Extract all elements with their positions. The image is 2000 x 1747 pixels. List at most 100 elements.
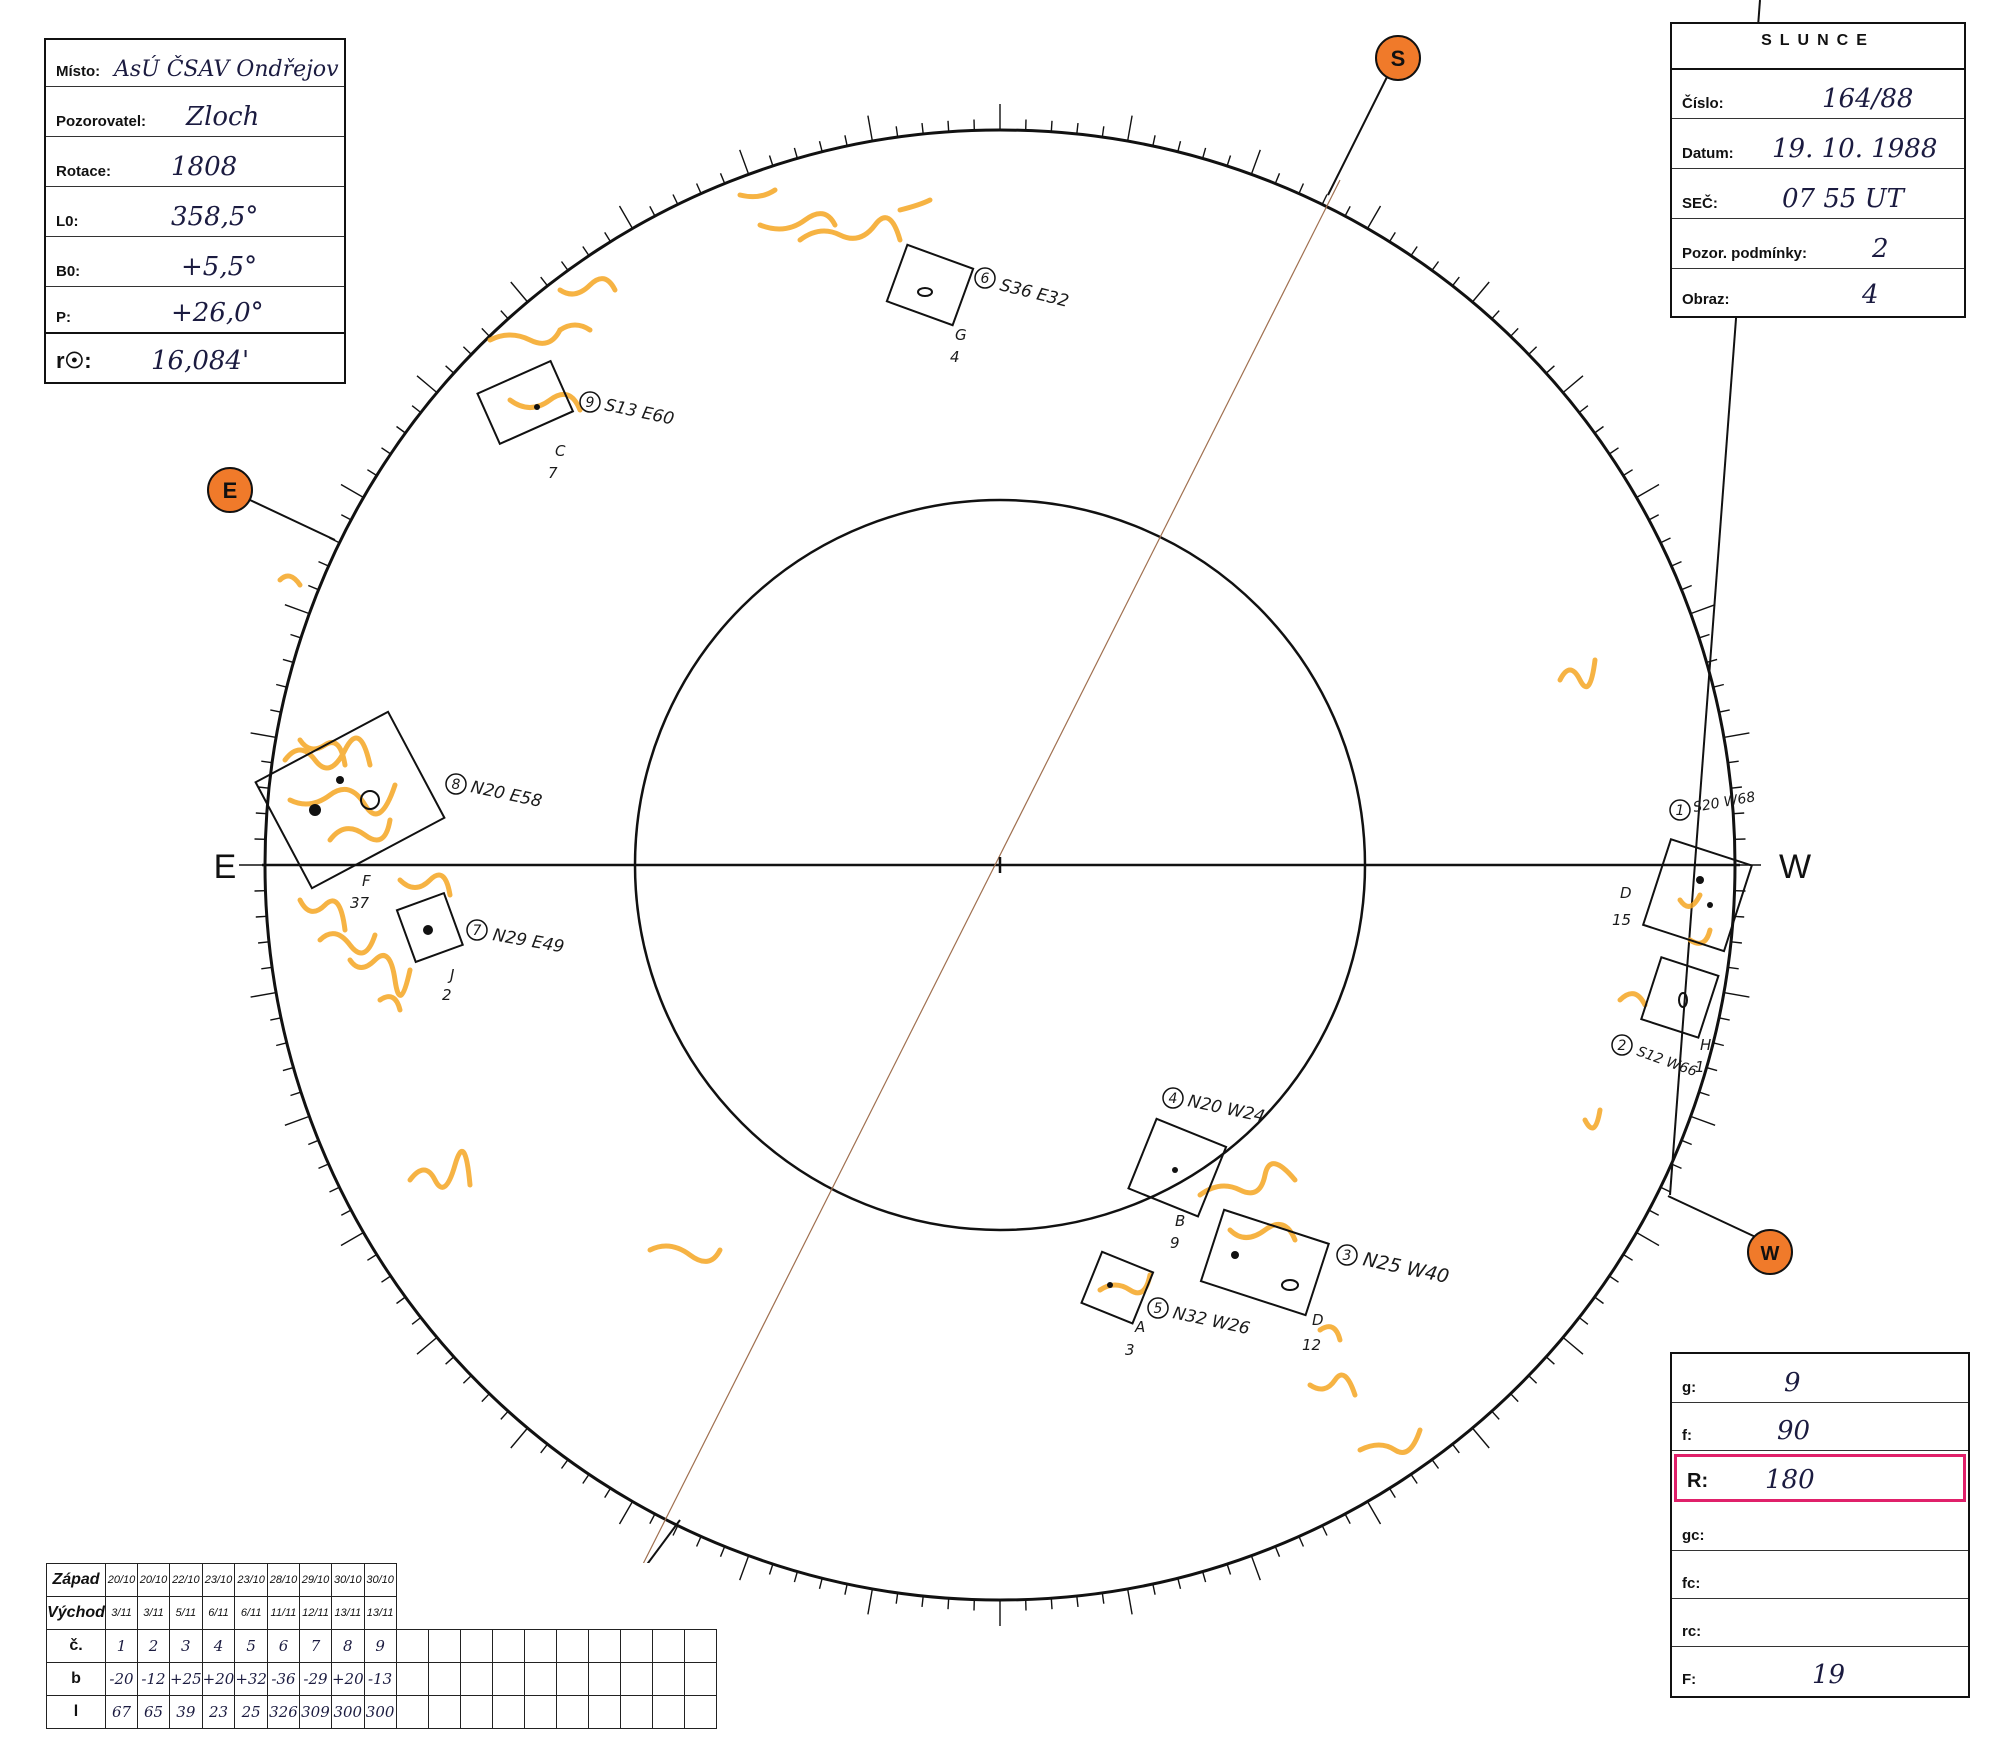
r-value: 16,084': [151, 346, 250, 376]
limb-tick: [1730, 786, 1742, 789]
vychod-cell: 13/11: [330, 1596, 365, 1630]
limb-tick: [560, 261, 569, 271]
l-cell: 65: [137, 1695, 170, 1729]
group-7-count: 2: [442, 986, 452, 1004]
rc-label: rc:: [1682, 1623, 1702, 1640]
c-cell: 5: [234, 1629, 268, 1663]
observation-header-right: SLUNCE Číslo: 164/88 Datum: 19. 10. 1988…: [1670, 22, 1966, 318]
b-cell: -36: [266, 1662, 300, 1696]
limb-tick: [1410, 1473, 1418, 1484]
limb-tick: [672, 1525, 679, 1536]
empty-cell: [523, 1629, 557, 1663]
empty-cell: [395, 1662, 429, 1696]
limb-tick: [1201, 147, 1207, 159]
limb-tick: [1451, 276, 1460, 287]
l-row: l 67 65 39 23 25 326 309 300 300: [46, 1695, 717, 1729]
limb-tick: [1727, 760, 1739, 764]
limb-tick: [695, 183, 702, 194]
limb-tick: [793, 1571, 799, 1583]
limb-tick: [1250, 149, 1261, 175]
c-cell: 8: [330, 1629, 365, 1663]
group-1-number-circle: [1669, 799, 1691, 821]
vychod-cell: 3/11: [137, 1596, 170, 1630]
F-value: 19: [1812, 1660, 1846, 1690]
limb-tick: [290, 633, 302, 639]
group-3-number: 3: [1343, 1248, 1352, 1264]
empty-cell: [587, 1695, 621, 1729]
limb-tick: [793, 147, 799, 159]
e-marker: E: [207, 467, 253, 513]
group-7-spot: [423, 925, 433, 935]
obraz-value: 4: [1862, 280, 1879, 310]
limb-tick: [411, 1316, 422, 1325]
limb-tick: [481, 1393, 490, 1403]
b-cell: -13: [363, 1662, 397, 1696]
limb-tick: [290, 1091, 302, 1097]
limb-tick: [672, 194, 679, 205]
limb-tick: [1718, 709, 1730, 713]
limb-tick: [1718, 1017, 1730, 1021]
pozorovatel-row: Pozorovatel: Zloch: [46, 86, 344, 137]
group-5-spot: [1107, 1282, 1113, 1288]
group-8-number: 8: [452, 777, 461, 793]
limb-tick: [719, 1546, 726, 1557]
group-6-spot: [917, 287, 933, 297]
r-index-row: R: 180: [1674, 1454, 1966, 1502]
g-value: 9: [1784, 1368, 1801, 1398]
zapad-cell: 23/10: [201, 1563, 236, 1597]
limb-tick: [255, 915, 267, 918]
sec-value: 07 55 UT: [1782, 184, 1904, 214]
f-row: f: 90: [1672, 1402, 1968, 1451]
limb-tick: [411, 405, 422, 414]
limb-tick: [540, 276, 549, 287]
b0-row: B0: +5,5°: [46, 236, 344, 287]
s-marker-circle: [1375, 35, 1421, 81]
cislo-row: Číslo: 164/88: [1672, 68, 1964, 119]
limb-tick: [1528, 1375, 1538, 1384]
limb-tick: [284, 1115, 310, 1126]
group-8-label: N20 E58: [469, 777, 544, 812]
zapad-cell: 29/10: [298, 1563, 332, 1597]
rotace-value: 1808: [171, 152, 238, 182]
group-2-label: S12 W66: [1635, 1044, 1700, 1081]
empty-cell: [651, 1629, 685, 1663]
empty-cell: [619, 1662, 653, 1696]
group-4-box: [1127, 1117, 1228, 1218]
gc-label: gc:: [1682, 1527, 1705, 1544]
limb-tick: [1491, 310, 1500, 320]
fc-row: fc:: [1672, 1550, 1968, 1599]
limb-tick: [1410, 246, 1418, 257]
limb-tick: [1126, 1588, 1133, 1615]
limb-tick: [1344, 205, 1351, 217]
group-4-number-circle: [1162, 1087, 1184, 1109]
limb-tick: [1152, 1583, 1156, 1595]
group-7-letter: J: [447, 966, 454, 984]
misto-value: AsÚ ČSAV Ondřejov: [114, 57, 339, 82]
empty-cell: [523, 1695, 557, 1729]
empty-cell: [523, 1662, 557, 1696]
l-label: l: [46, 1695, 106, 1729]
group-5-count: 3: [1125, 1341, 1135, 1359]
limb-tick: [367, 469, 378, 477]
limb-tick: [340, 1209, 352, 1216]
l0-row: L0: 358,5°: [46, 186, 344, 237]
b-cell: -29: [298, 1662, 332, 1696]
empty-cell: [427, 1695, 461, 1729]
limb-tick: [1076, 123, 1079, 135]
limb-tick: [500, 1410, 509, 1420]
group-7: 7 N29 E49 J 2: [395, 891, 566, 1004]
limb-tick: [1594, 425, 1604, 434]
limb-tick: [340, 483, 364, 499]
limb-tick: [649, 205, 656, 217]
empty-cell: [619, 1629, 653, 1663]
vychod-cell: 3/11: [105, 1596, 138, 1630]
limb-tick: [1226, 155, 1232, 167]
group-6-box: [885, 243, 975, 327]
b0-value: +5,5°: [181, 252, 258, 282]
limb-tick: [276, 1042, 287, 1047]
l-cell: 326: [266, 1695, 300, 1729]
limb-tick: [445, 365, 455, 374]
limb-tick: [1578, 1316, 1589, 1325]
limb-tick: [1671, 560, 1682, 567]
group-9: 9 S13 E60 C 7: [476, 359, 676, 482]
